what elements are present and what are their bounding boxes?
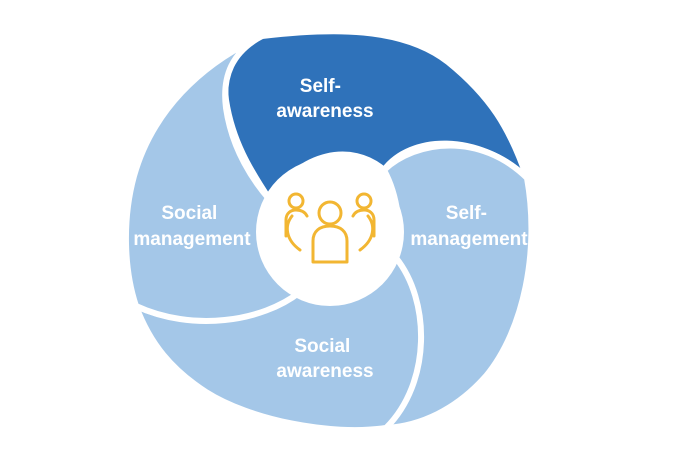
label-social-awareness: Social awareness bbox=[276, 336, 373, 382]
label-self-management: Self- management bbox=[410, 203, 528, 250]
segment-social-management bbox=[123, 33, 303, 324]
people-group-icon bbox=[284, 192, 376, 264]
label-social-management: Social management bbox=[133, 203, 251, 250]
label-self-awareness: Self- awareness bbox=[276, 76, 373, 122]
center-hub bbox=[256, 158, 404, 306]
